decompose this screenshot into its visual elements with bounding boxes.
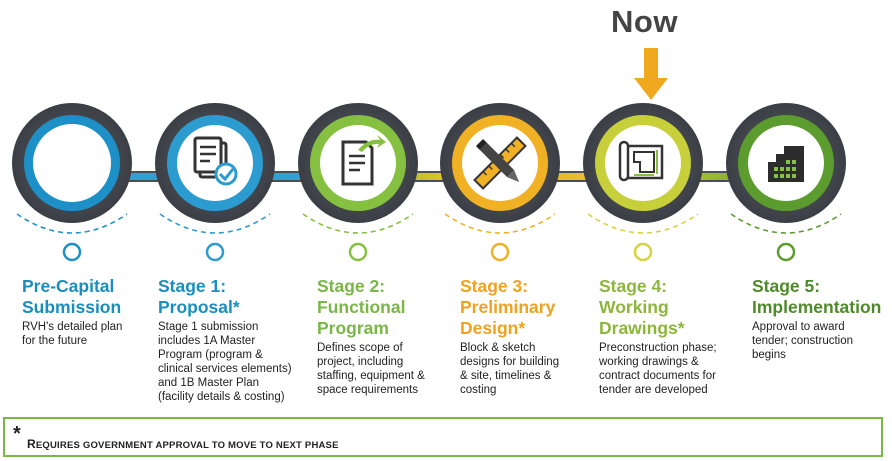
stage-node-3 [440, 103, 560, 223]
stage-node-5 [726, 103, 846, 223]
footnote-box: * REQUIRES GOVERNMENT APPROVAL TO MOVE T… [3, 417, 883, 457]
stage-node-pre [12, 103, 132, 223]
connector-ring-4 [587, 213, 699, 262]
connector-ring-2 [302, 213, 414, 262]
checklist-document-icon [193, 136, 238, 186]
stage-description: RVH's detailed plan for the future [22, 321, 123, 347]
stage-text-5: Stage 5: Implementation Approval to awar… [752, 276, 890, 362]
connector-ring-3 [444, 213, 556, 262]
blank-circle-icon [33, 124, 111, 202]
stage-text-3: Stage 3: Preliminary Design* Block & ske… [460, 276, 590, 397]
stage-title: Stage 5: Implementation [752, 276, 882, 317]
stage-title: Stage 4: Working Drawings* [599, 276, 685, 338]
stage-title: Pre-Capital Submission [22, 276, 122, 317]
stage-description: Stage 1 submission includes 1A Master Pr… [158, 321, 292, 403]
pencil-ruler-icon [473, 136, 527, 190]
stage-node-2 [298, 103, 418, 223]
stage-text-1: Stage 1: Proposal* Stage 1 submission in… [158, 276, 308, 404]
blueprint-icon [618, 140, 664, 182]
stage-description: Block & sketch designs for building & si… [460, 342, 560, 396]
stage-node-4 [583, 103, 703, 223]
stage-text-pre: Pre-Capital Submission RVH's detailed pl… [22, 276, 152, 348]
footnote-text: REQUIRES GOVERNMENT APPROVAL TO MOVE TO … [27, 437, 339, 451]
footnote-asterisk: * [13, 423, 21, 445]
stage-text-2: Stage 2: Functional Program Defines scop… [317, 276, 452, 397]
stage-description: Preconstruction phase; working drawings … [599, 342, 717, 396]
stage-title: Stage 1: Proposal* [158, 276, 240, 317]
now-label: Now [611, 4, 678, 39]
connector-ring-1 [159, 213, 271, 262]
connector-ring-pre [16, 213, 128, 262]
stage-text-4: Stage 4: Working Drawings* Preconstructi… [599, 276, 741, 397]
connector-bar [80, 173, 800, 180]
stage-description: Defines scope of project, including staf… [317, 342, 425, 396]
building-blocks-icon [768, 146, 804, 182]
stage-node-1 [155, 103, 275, 223]
stage-title: Stage 3: Preliminary Design* [460, 276, 556, 338]
stage-title: Stage 2: Functional Program [317, 276, 406, 338]
document-share-icon [341, 135, 386, 186]
now-arrow-icon [634, 48, 668, 100]
stage-description: Approval to award tender; construction b… [752, 321, 854, 361]
connector-ring-5 [730, 213, 842, 262]
